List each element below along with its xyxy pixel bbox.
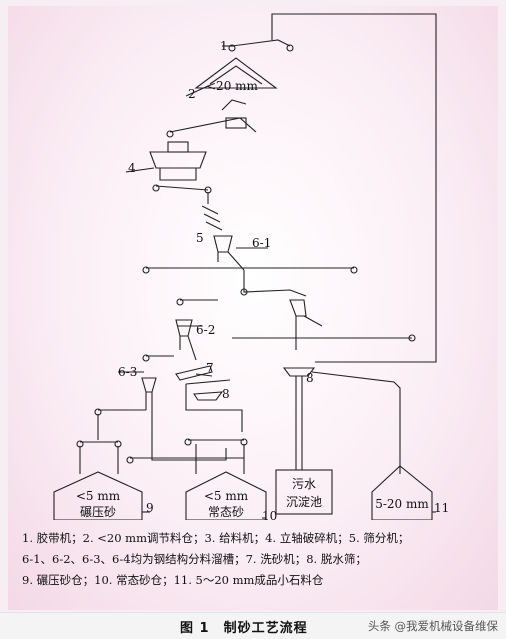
surge-bin [194, 57, 278, 89]
callout-6-2: 6-2 [196, 323, 215, 337]
callout-6-1: 6-1 [252, 236, 271, 250]
callout-10: 10 [262, 509, 277, 520]
watermark: 头条 @我爱机械设备维保 [367, 619, 498, 633]
feeder [225, 117, 247, 129]
callout-11: 11 [434, 501, 449, 515]
pulley [166, 130, 174, 138]
callout-4: 4 [128, 161, 136, 175]
silo-11-size: 5-20 mm [375, 497, 429, 511]
pond-line-2: 沉淀池 [286, 495, 322, 509]
legend-line-2: 6-1、6-2、6-3、6-4均为钢结构分料溜槽；7. 洗砂机；8. 脱水筛； [22, 552, 367, 566]
callout-9: 9 [146, 501, 154, 515]
normal-sand-silo [185, 471, 267, 520]
callout-6-3: 6-3 [118, 365, 137, 379]
feed-conveyor [231, 39, 291, 47]
crushed-sand-silo [53, 471, 143, 520]
conveyor-feeder [221, 99, 247, 111]
callout-2-text: <20 mm [206, 79, 259, 93]
caption-bar [0, 612, 506, 639]
sediment-pond [275, 469, 333, 515]
sand-washer [175, 365, 213, 381]
diagram-panel [8, 6, 498, 610]
callout-2: 2 [188, 87, 196, 101]
legend-line-3: 9. 碾压砂仓；10. 常态砂仓；11. 5～20 mm成品小石料仓 [22, 573, 324, 587]
callout-8-right: 8 [306, 371, 314, 385]
vibrating-screen [201, 205, 223, 231]
legend-line-1: 1. 胶带机；2. <20 mm调节料仓；3. 给料机；4. 立轴破碎机；5. … [22, 531, 410, 545]
pulley [228, 44, 236, 52]
callout-1: 1 [220, 39, 228, 53]
process-flow-diagram: 1 2 <20 mm 4 5 6-1 6-2 6-3 7 8 8 9 10 11… [53, 13, 449, 520]
pulley [286, 44, 294, 52]
stone-silo [371, 465, 433, 520]
silo-9-size: <5 mm [76, 489, 121, 503]
silo-10-name: 常态砂 [208, 505, 244, 519]
vsi-crusher [149, 151, 207, 169]
bin-inner [209, 65, 263, 85]
return-line-top [271, 13, 437, 363]
silo-10-size: <5 mm [204, 489, 249, 503]
callout-5: 5 [196, 231, 204, 245]
pond-line-1: 污水 [292, 477, 316, 491]
legend: 1. 胶带机；2. <20 mm调节料仓；3. 给料机；4. 立轴破碎机；5. … [22, 528, 492, 591]
figure-caption: 图 1 制砂工艺流程 [180, 621, 308, 636]
callout-8-left: 8 [222, 387, 230, 401]
dewatering-screen [193, 391, 224, 401]
callout-7: 7 [206, 361, 214, 375]
silo-9-name: 碾压砂 [80, 505, 116, 519]
